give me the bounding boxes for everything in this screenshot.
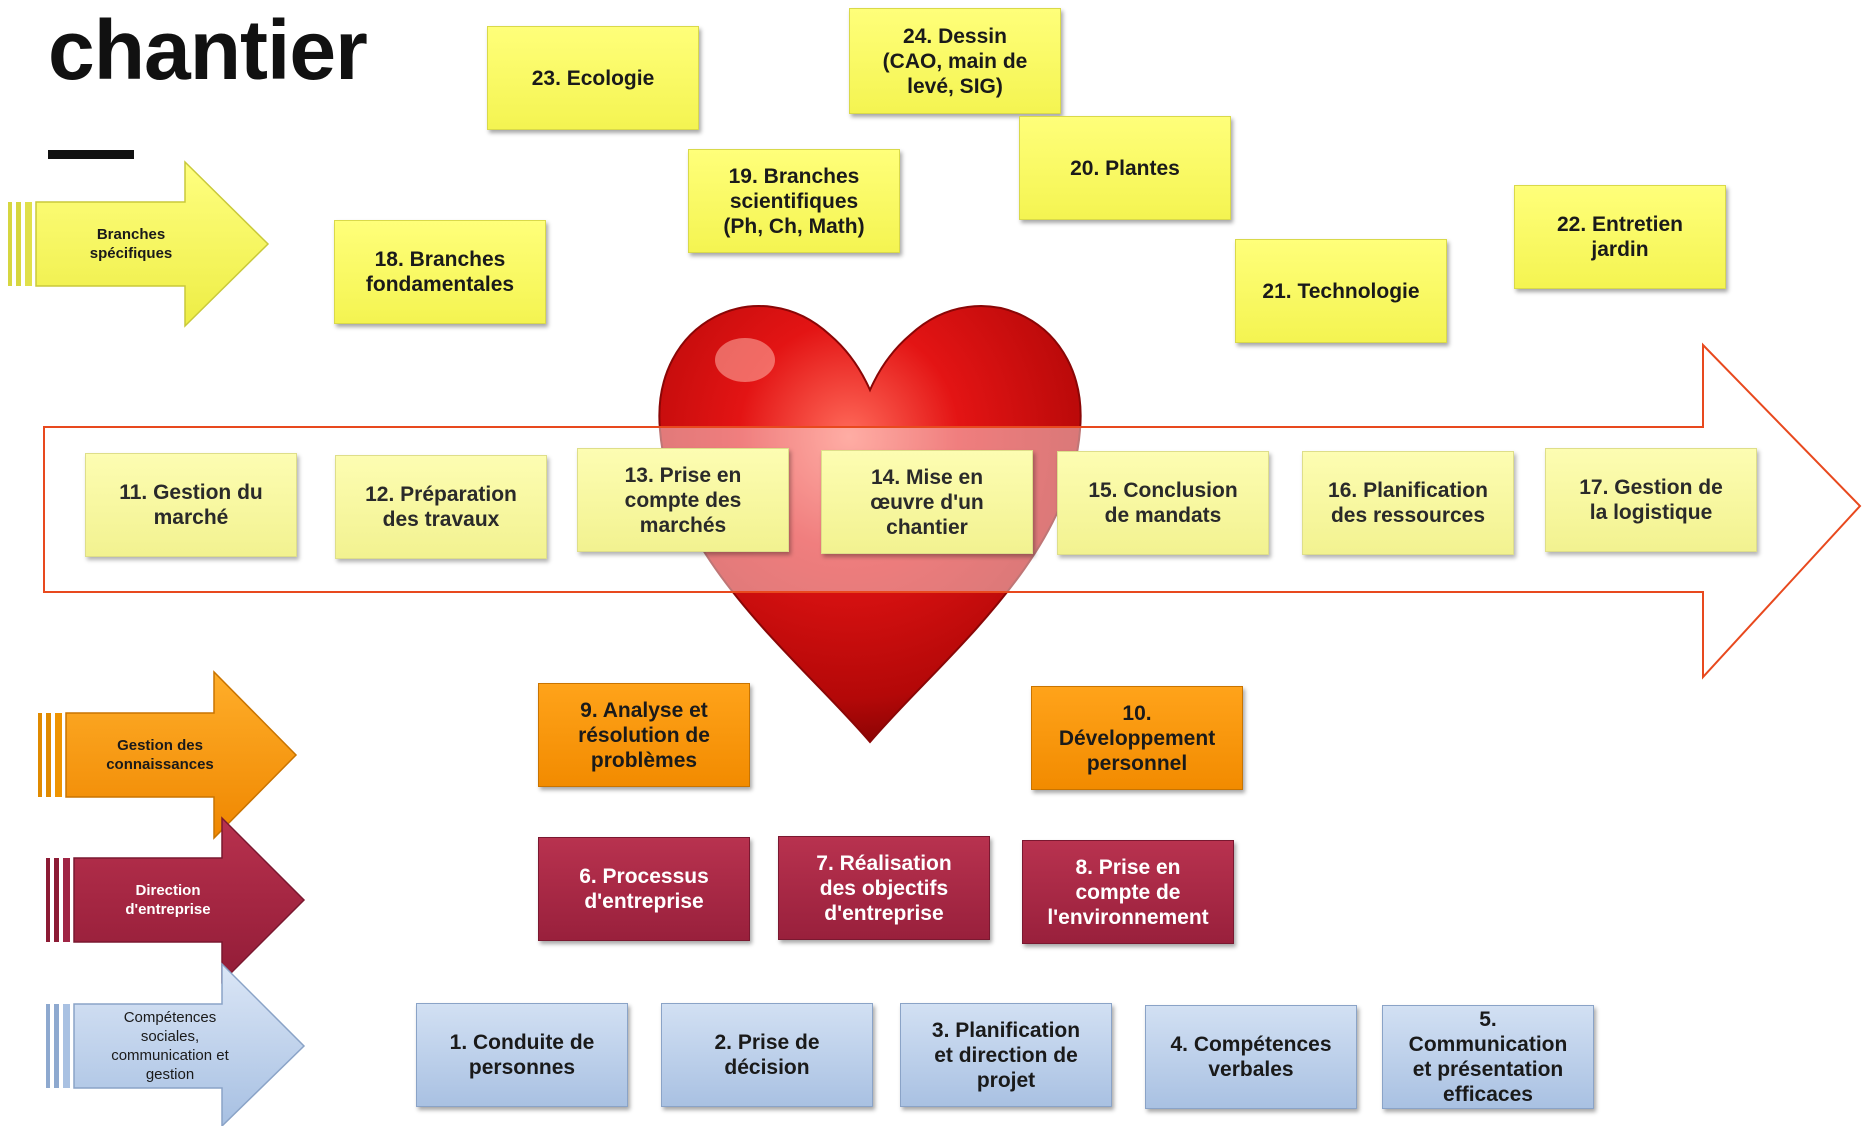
box-7-realisation-des-objectifs: 7. Réalisation des objectifs d'entrepris… <box>778 836 990 940</box>
arrow-specific <box>8 160 270 328</box>
box-23-ecologie: 23. Ecologie <box>487 26 699 130</box>
box-6-processus-entreprise: 6. Processus d'entreprise <box>538 837 750 941</box>
box-12-preparation-des-travaux: 12. Préparation des travaux <box>335 455 547 559</box>
box-5-communication-presentation: 5. Communication et présentation efficac… <box>1382 1005 1594 1109</box>
box-14-mise-en-oeuvre: 14. Mise en œuvre d'un chantier <box>821 450 1033 554</box>
box-3-planification-et-direction: 3. Planification et direction de projet <box>900 1003 1112 1107</box>
box-18-branches-fondamentales: 18. Branches fondamentales <box>334 220 546 324</box>
box-9-analyse-et-resolution: 9. Analyse et résolution de problèmes <box>538 683 750 787</box>
box-24-dessin: 24. Dessin (CAO, main de levé, SIG) <box>849 8 1061 114</box>
box-2-prise-de-decision: 2. Prise de décision <box>661 1003 873 1107</box>
box-4-competences-verbales: 4. Compétences verbales <box>1145 1005 1357 1109</box>
arrow-knowledge <box>38 670 298 840</box>
box-10-developpement-personnel: 10. Développement personnel <box>1031 686 1243 790</box>
box-22-entretien-jardin: 22. Entretien jardin <box>1514 185 1726 289</box>
arrow-label-management: Direction d'entreprise <box>125 882 211 918</box>
box-13-prise-en-compte-des-marches: 13. Prise en compte des marchés <box>577 448 789 552</box>
box-21-technologie: 21. Technologie <box>1235 239 1447 343</box>
box-19-branches-scientifiques: 19. Branches scientifiques (Ph, Ch, Math… <box>688 149 900 253</box>
arrow-social <box>46 962 306 1126</box>
heart-highlight <box>715 338 775 382</box>
arrow-label-knowledge: Gestion des connaissances <box>106 737 214 773</box>
box-8-prise-en-compte-environnement: 8. Prise en compte de l'environnement <box>1022 840 1234 944</box>
box-17-gestion-de-la-logistique: 17. Gestion de la logistique <box>1545 448 1757 552</box>
arrow-management <box>46 816 306 984</box>
box-1-conduite-de-personnes: 1. Conduite de personnes <box>416 1003 628 1107</box>
box-11-gestion-du-marche: 11. Gestion du marché <box>85 453 297 557</box>
page-title: chantier <box>48 3 368 97</box>
box-16-planification-des-ressources: 16. Planification des ressources <box>1302 451 1514 555</box>
arrow-label-specific: Branches spécifiques <box>89 226 173 262</box>
box-15-conclusion-de-mandats: 15. Conclusion de mandats <box>1057 451 1269 555</box>
arrow-label-social: Compétences sociales, communication et g… <box>111 1009 229 1083</box>
box-20-plantes: 20. Plantes <box>1019 116 1231 220</box>
title-underline <box>48 150 134 159</box>
